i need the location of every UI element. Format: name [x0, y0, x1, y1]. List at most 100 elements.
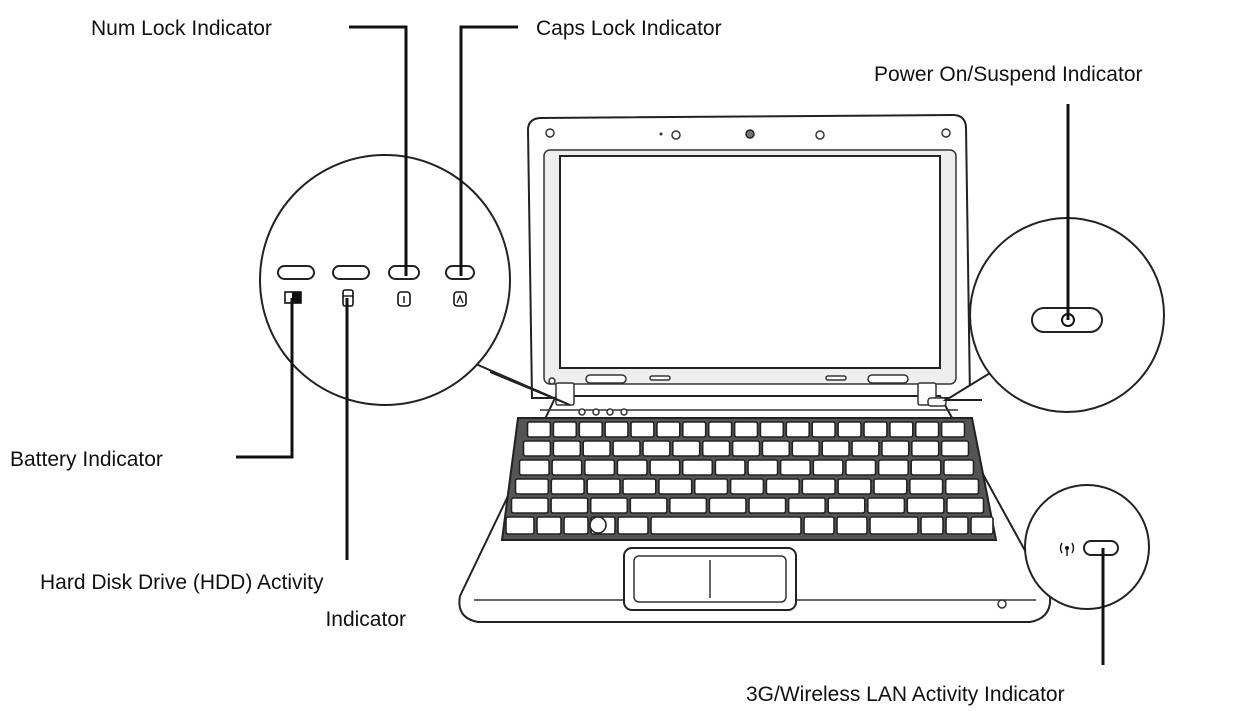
keyboard-key — [873, 478, 908, 495]
keyboard-key — [866, 497, 906, 514]
keyboard-key — [761, 440, 791, 457]
wireless-led — [997, 599, 1007, 609]
num-lock-led — [388, 265, 420, 280]
keyboard-key — [970, 516, 994, 535]
keyboard-key — [681, 421, 707, 438]
power-callout — [942, 217, 1165, 413]
power-button — [927, 397, 947, 407]
keyboard-key — [787, 497, 826, 514]
laptop-screen — [559, 155, 941, 369]
caps-lock-label: Caps Lock Indicator — [536, 17, 722, 40]
keyboard-key — [940, 421, 966, 438]
keyboard-key — [945, 516, 969, 535]
keyboard-key — [552, 440, 582, 457]
keyboard-key — [701, 440, 731, 457]
keyboard-key — [707, 421, 733, 438]
webcam-led-icon — [659, 132, 663, 136]
keyboard-key — [693, 478, 729, 495]
keyboard-key — [550, 497, 589, 514]
keyboard-key — [552, 421, 578, 438]
keyboard-key — [514, 478, 550, 495]
keyboard-key — [811, 421, 836, 438]
num-lock-label: Num Lock Indicator — [91, 17, 272, 40]
keyboard-key — [681, 459, 714, 476]
keyboard-key — [510, 497, 549, 514]
keyboard-key — [827, 497, 866, 514]
battery-label: Battery Indicator — [10, 448, 163, 471]
keyboard-key — [604, 421, 629, 438]
keyboard-key — [836, 516, 868, 535]
keyboard-key — [908, 478, 944, 495]
wireless-callout — [1024, 484, 1150, 610]
keyboard-key — [944, 478, 980, 495]
microphone-icon — [815, 130, 825, 140]
keyboard-key — [837, 421, 862, 438]
keyboard-key — [518, 459, 550, 476]
keyboard-key — [940, 440, 970, 457]
power-label: Power On/Suspend Indicator — [874, 63, 1143, 86]
wireless-label: 3G/Wireless LAN Activity Indicator — [746, 683, 1065, 706]
keyboard-key — [550, 478, 585, 495]
keyboard-key — [733, 421, 759, 438]
lid-screw-icon — [941, 128, 951, 138]
keyboard-key — [582, 440, 611, 457]
wireless-signal-icon — [1059, 542, 1075, 556]
hinge-left — [555, 382, 575, 406]
status-led-callout — [259, 154, 571, 406]
keyboard-key — [526, 421, 552, 438]
keyboard-key — [622, 478, 657, 495]
battery-leader — [236, 298, 294, 459]
num-lock-icon — [397, 291, 411, 307]
keyboard-key — [791, 440, 820, 457]
keyboard-key — [910, 459, 942, 476]
keyboard-key — [920, 516, 944, 535]
keyboard-key — [837, 478, 872, 495]
lid-screw-icon — [545, 128, 555, 138]
keyboard-key — [649, 459, 681, 476]
microphone-icon — [671, 130, 681, 140]
hdd-led — [332, 265, 370, 280]
keyboard-key — [785, 421, 810, 438]
keyboard-key — [881, 440, 910, 457]
keyboard-key — [801, 478, 836, 495]
keyboard-key — [708, 497, 747, 514]
keyboard-key — [759, 421, 785, 438]
leader-lines — [236, 25, 1105, 665]
keyboard-key — [671, 440, 701, 457]
keyboard-key — [943, 459, 975, 476]
keyboard-key — [505, 516, 535, 535]
keyboard-key — [551, 459, 583, 476]
webcam-icon — [745, 129, 755, 139]
caps-lock-leader — [459, 25, 518, 276]
keyboard-key — [747, 459, 779, 476]
keyboard-key — [612, 440, 641, 457]
keyboard-key — [668, 497, 708, 514]
keyboard-key — [586, 478, 621, 495]
keyboard-key — [522, 440, 552, 457]
keyboard-key — [821, 440, 850, 457]
battery-led — [277, 265, 315, 280]
keyboard-key — [845, 459, 877, 476]
keyboard-key — [765, 478, 801, 495]
keyboard-key — [563, 516, 589, 535]
keyboard-key — [629, 497, 668, 514]
laptop-base — [458, 382, 1052, 623]
keyboard-key — [630, 421, 655, 438]
keyboard-key — [946, 497, 985, 514]
key-emblem-icon — [589, 516, 607, 534]
keyboard-key — [731, 440, 761, 457]
keyboard-key — [803, 516, 835, 535]
caps-lock-icon — [453, 291, 467, 307]
spacebar-key — [650, 516, 802, 535]
keyboard-key — [914, 421, 940, 438]
keyboard-key — [617, 516, 649, 535]
keyboard-key — [779, 459, 811, 476]
keyboard-key — [851, 440, 880, 457]
keyboard-key — [889, 421, 914, 438]
keyboard-key — [578, 421, 603, 438]
keyboard-key — [910, 440, 940, 457]
hdd-label-line2: Indicator — [325, 608, 406, 631]
keyboard-key — [536, 516, 562, 535]
keyboard-key — [877, 459, 909, 476]
